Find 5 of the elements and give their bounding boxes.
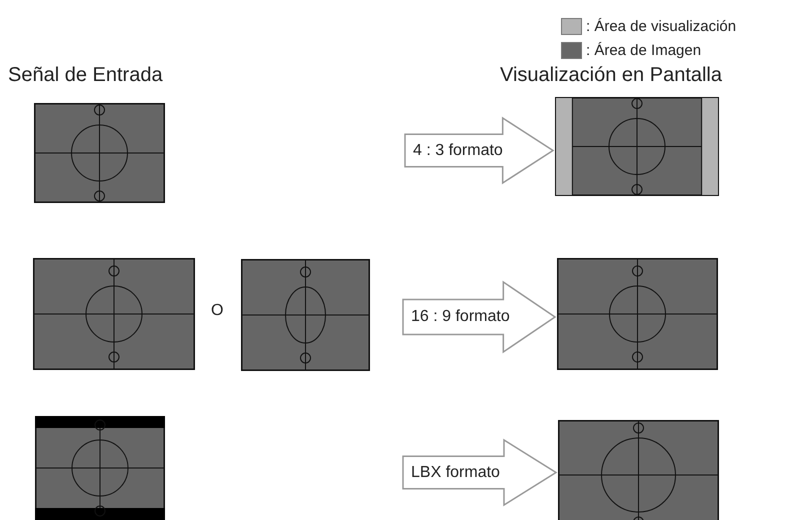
or-label: O [211, 302, 224, 320]
column-heading: Señal de Entrada [8, 64, 163, 87]
legend-label: : Área de visualización [586, 18, 736, 35]
legend-label: : Área de Imagen [586, 42, 702, 59]
column-heading: Visualización en Pantalla [500, 64, 722, 87]
